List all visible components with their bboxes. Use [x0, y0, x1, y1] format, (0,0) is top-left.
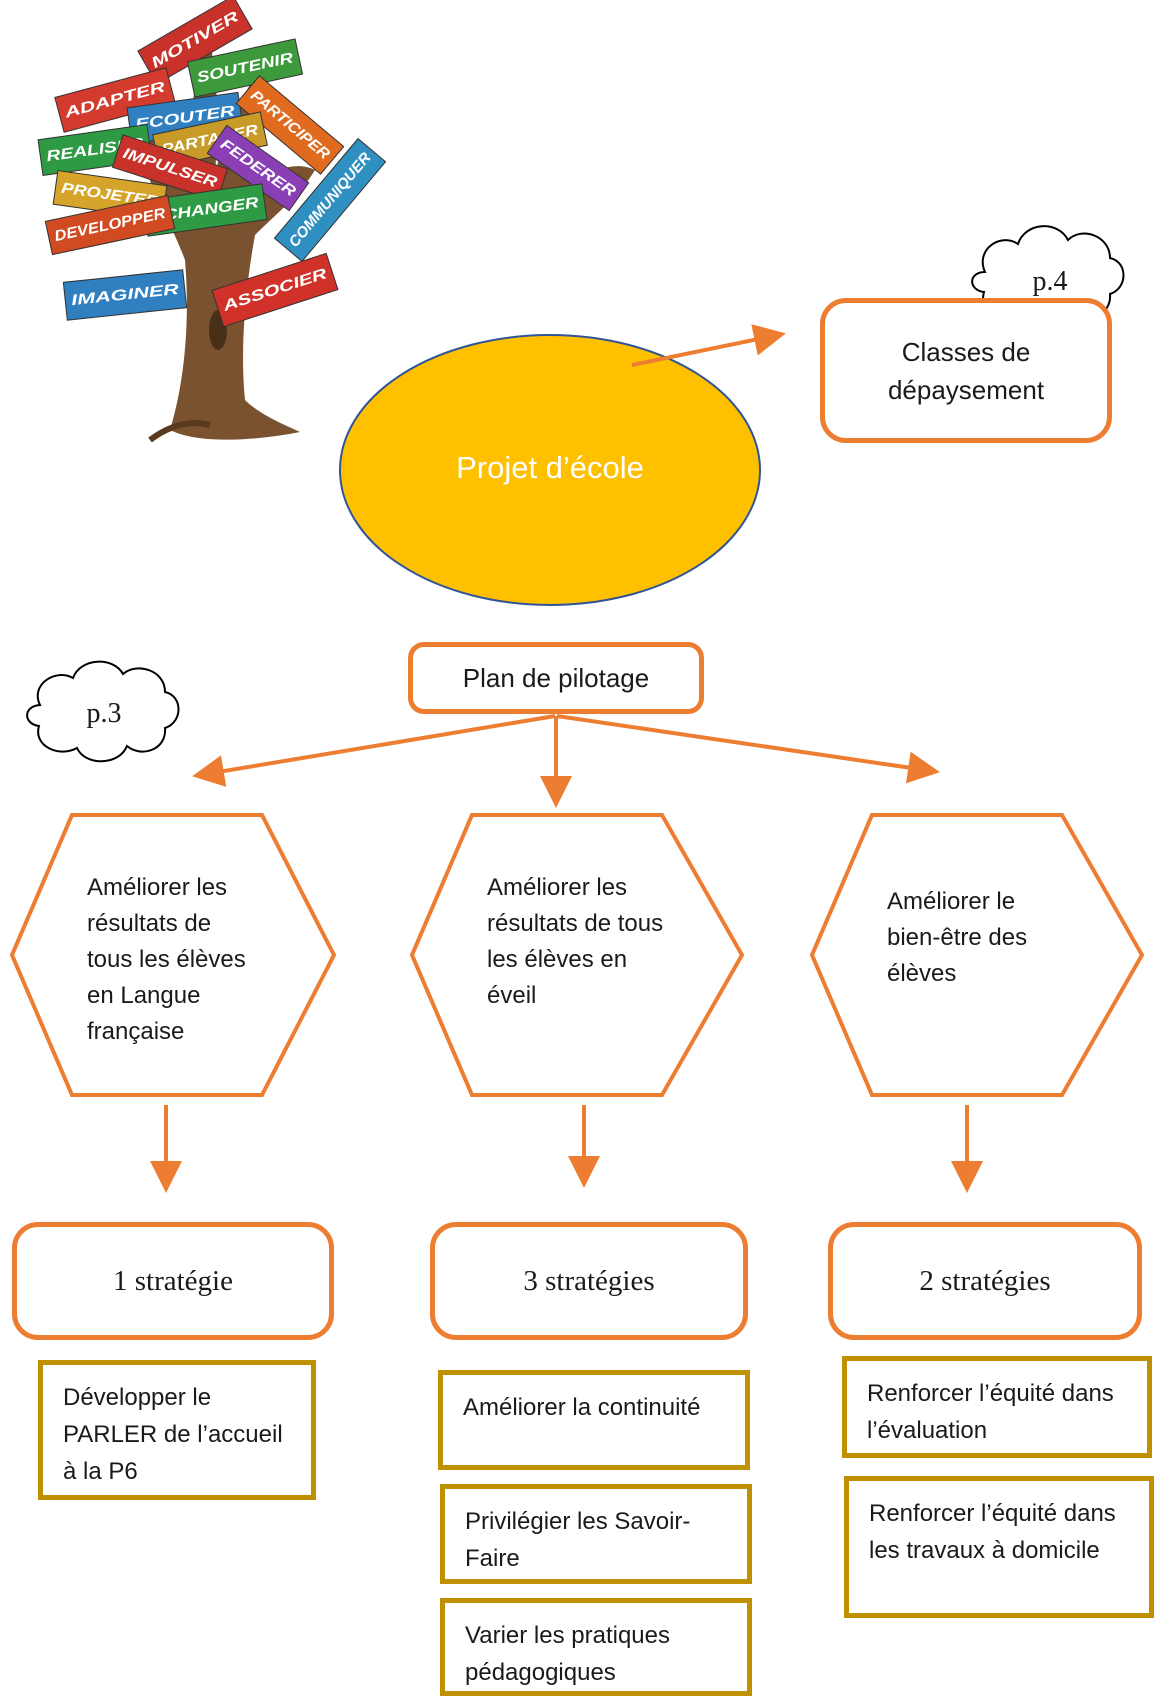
strategy-box: Renforcer l’équité dans les travaux à do…	[844, 1476, 1154, 1618]
arrow-left	[192, 714, 556, 787]
projet-ellipse	[339, 334, 761, 606]
count-box-left: 1 stratégie	[12, 1222, 334, 1340]
strategy-box: Renforcer l’équité dans l’évaluation	[842, 1356, 1152, 1458]
objective-middle: Améliorer les résultats de tous les élèv…	[487, 874, 664, 1009]
count-label-left: 1 stratégie	[113, 1264, 233, 1297]
hexagon-middle	[409, 813, 745, 1097]
count-box-right: 2 stratégies	[828, 1222, 1142, 1340]
hexagon-right	[809, 813, 1145, 1097]
classes-box: Classes de dépaysement	[820, 298, 1112, 443]
count-box-middle: 3 stratégies	[430, 1222, 748, 1340]
arrow-right	[556, 714, 940, 784]
hexagon-left	[9, 813, 337, 1097]
tree-word-tag: IMAGINER	[62, 269, 188, 321]
projet-label: Projet d’école	[456, 450, 644, 485]
pilot-label: Plan de pilotage	[462, 662, 650, 693]
count-label-middle: 3 stratégies	[523, 1264, 655, 1297]
page-ref-p3: p.3	[86, 698, 122, 729]
strategy-box: Privilégier les Savoir-Faire	[440, 1484, 752, 1584]
classes-label: Classes de dépaysement	[887, 336, 1045, 405]
pilot-box: Plan de pilotage	[408, 642, 704, 714]
strategy-box: Développer le PARLER de l’accueil à la P…	[38, 1360, 316, 1500]
svg-text:COMMUNIQUER: COMMUNIQUER	[286, 149, 375, 250]
strategy-box: Améliorer la continuité	[438, 1370, 750, 1470]
arrow-to-classes	[631, 324, 786, 367]
objective-right: Améliorer le bien-être des élèves	[887, 888, 1028, 987]
strategy-box: Varier les pratiques pédagogiques	[440, 1598, 752, 1696]
cloud-p3	[26, 660, 180, 763]
objective-left: Améliorer les résultats de tous les élèv…	[87, 874, 246, 1045]
page-ref-p4: p.4	[1032, 266, 1068, 297]
count-label-right: 2 stratégies	[919, 1264, 1051, 1297]
